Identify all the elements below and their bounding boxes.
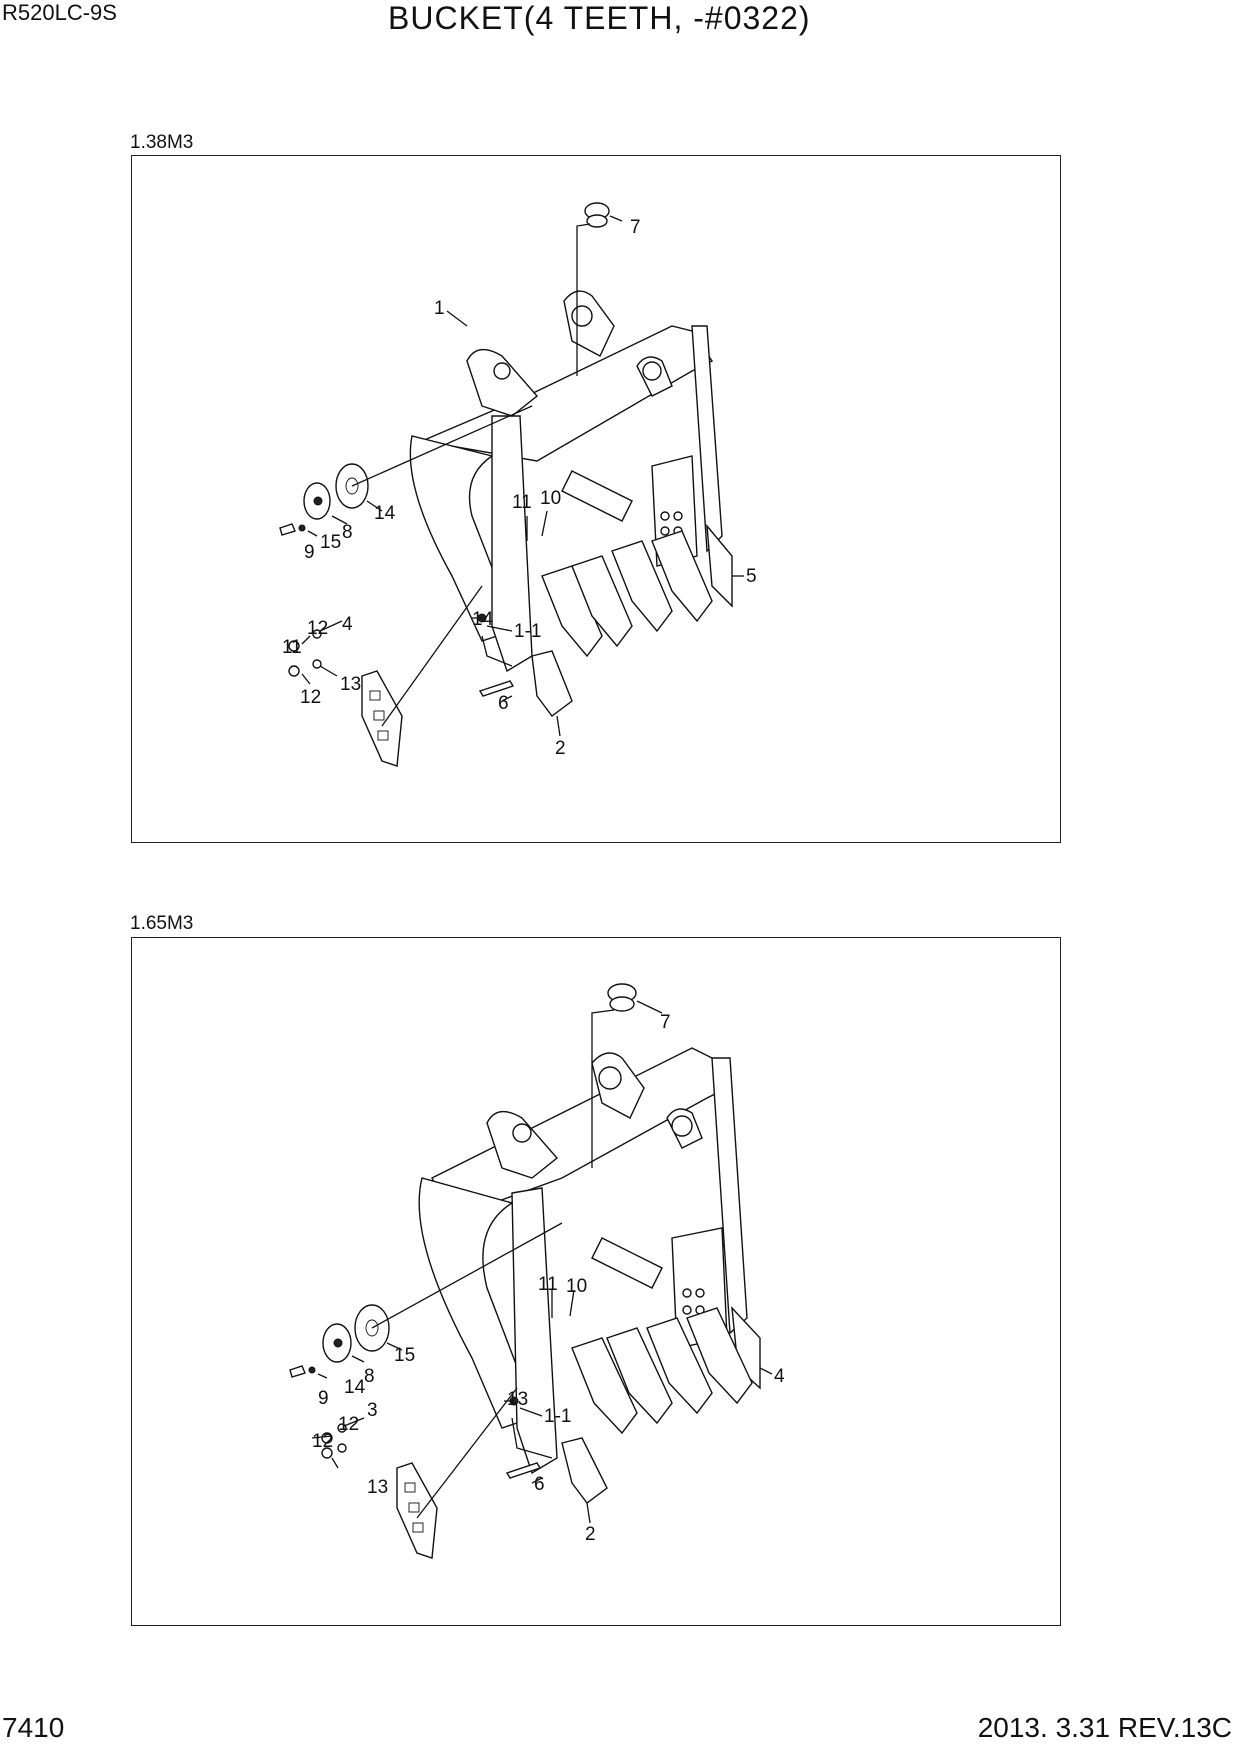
- callout-12b: 13: [367, 1477, 388, 1498]
- callout-1-1: 1-1: [544, 1406, 571, 1427]
- callout-5: 6: [498, 693, 509, 714]
- callout-13: 14: [472, 609, 494, 630]
- capacity-label-1: 1.38M3: [130, 132, 194, 153]
- callout-14: 14: [344, 1377, 366, 1398]
- callout-8: 9: [304, 542, 315, 563]
- callout-13: 13: [507, 1389, 528, 1410]
- callout-12b: 13: [340, 674, 361, 695]
- callout-1-1: 1-1: [514, 621, 541, 642]
- callout-15: 14: [374, 503, 396, 524]
- model-code: R520LC-9S: [2, 0, 117, 25]
- page-number: 7410: [2, 1712, 65, 1743]
- page-title: BUCKET(4 TEETH, -#0322): [388, 0, 811, 36]
- callout-14: 15: [320, 532, 341, 553]
- capacity-label-2: 1.65M3: [130, 913, 194, 934]
- diagram-frame-2: 7 15 8 14 9 11 10 4 3 12 12 13 13 1-1 6 …: [131, 937, 1061, 1626]
- diagram-frame-1: 7 1 14 8 15 9 11 10 5 4 12 11 13 12 14 1…: [131, 155, 1061, 843]
- callout-9: 10: [566, 1276, 587, 1297]
- callout-8: 9: [318, 1388, 329, 1409]
- callout-9: 10: [540, 488, 561, 509]
- callout-6: 7: [660, 1012, 671, 1033]
- callout-3: 4: [342, 614, 353, 635]
- callout-15: 15: [394, 1345, 415, 1366]
- callout-7: 8: [342, 522, 353, 543]
- callout-12a: 12: [307, 618, 328, 639]
- callout-3: 3: [367, 1400, 378, 1421]
- callout-11a: 11: [282, 637, 302, 658]
- callout-10: 11: [512, 492, 532, 513]
- callout-5: 6: [534, 1474, 545, 1495]
- callout-4: 4: [774, 1366, 785, 1387]
- date-revision: 2013. 3.31 REV.13C: [977, 1712, 1232, 1743]
- callout-6: 7: [630, 217, 641, 238]
- callout-1: 1: [434, 298, 445, 319]
- callout-2: 2: [555, 738, 566, 759]
- callout-11: 12: [312, 1431, 333, 1452]
- callout-12a: 12: [338, 1414, 359, 1435]
- bucket-drawing-1: 7 1 14 8 15 9 11 10 5 4 12 11 13 12 14 1…: [279, 202, 757, 767]
- callout-11b: 12: [300, 687, 321, 708]
- callout-7: 8: [364, 1366, 375, 1387]
- bucket-drawing-2: 7 15 8 14 9 11 10 4 3 12 12 13 13 1-1 6 …: [289, 983, 785, 1559]
- callout-10: 11: [538, 1274, 558, 1295]
- callout-2: 2: [585, 1524, 596, 1545]
- callout-4: 5: [746, 566, 757, 587]
